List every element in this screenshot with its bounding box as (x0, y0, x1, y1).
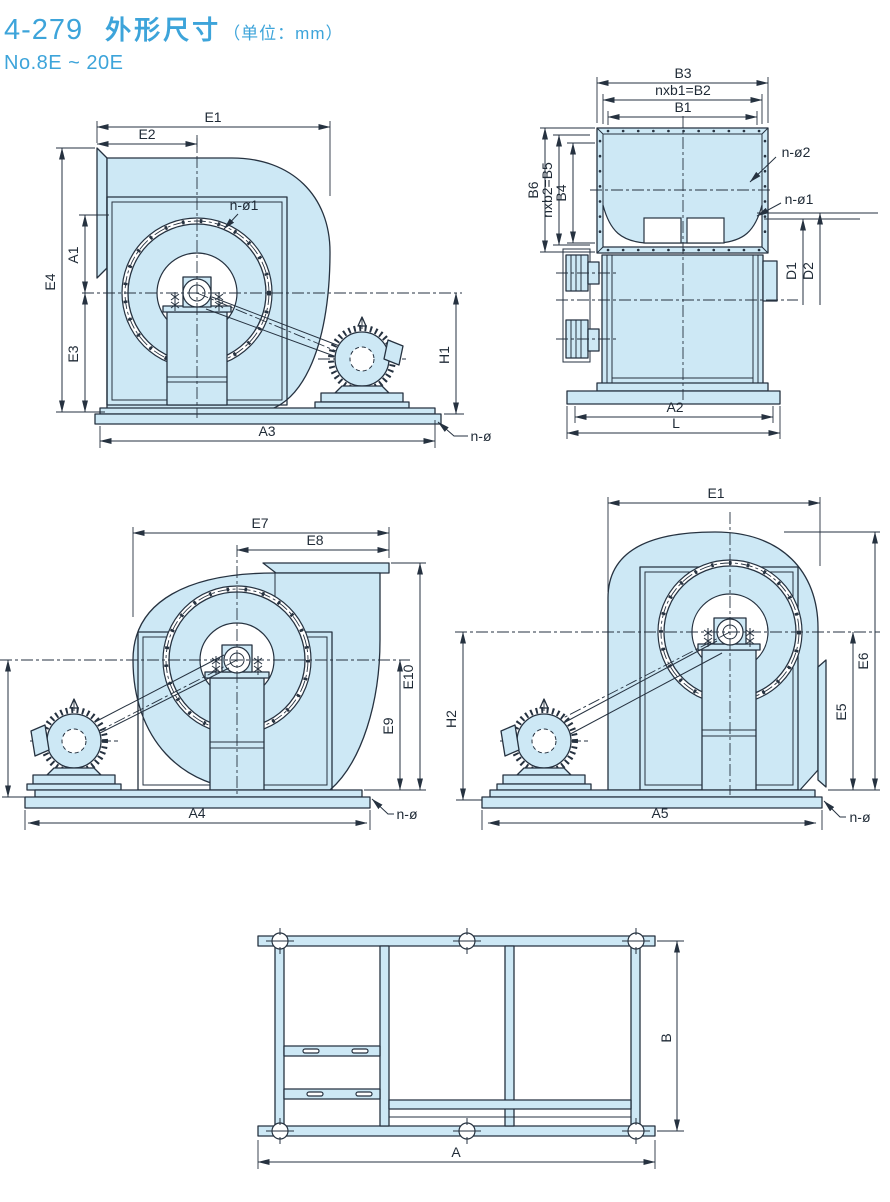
dimensions: E1 E2 E4 A1 E3 A3 H1 (42, 109, 492, 448)
drawing-side-view-1: E1 E2 E4 A1 E3 A3 H1 (42, 109, 492, 448)
fan-housing (601, 254, 778, 386)
callout-label-n-o: n-ø (397, 806, 418, 822)
dim-label-d2: D2 (800, 262, 816, 280)
callout-label-n-o: n-ø (471, 428, 492, 444)
drawing-base-plan: B A (257, 927, 684, 1169)
dimensions: B3 nxb1=B2 B1 B6 nxb2=B5 (525, 65, 878, 439)
dim-label-d1: D1 (783, 262, 799, 280)
page-title: 外形尺寸 (105, 15, 222, 45)
page-title-unit: （单位：mm） (223, 24, 344, 43)
dim-label-e8: E8 (306, 532, 323, 548)
belt-pulleys (556, 248, 618, 363)
dim-label-a4: A4 (188, 805, 205, 821)
dim-label-a: A (451, 1144, 461, 1160)
drawing-side-view-2: E7 E8 E10 E9 A4 n-ø (0, 515, 426, 830)
model-range-subtitle: No.8E ~ 20E (4, 52, 124, 74)
dim-label-e9: E9 (380, 717, 396, 734)
dim-label-b2: nxb1=B2 (655, 82, 711, 98)
base-plate (566, 382, 781, 405)
motor (497, 699, 591, 790)
dim-label-h2: H2 (443, 710, 459, 728)
base-plate (481, 789, 823, 809)
page-header: 4-279 外形尺寸 （单位：mm） (4, 10, 344, 47)
dim-label-b3: B3 (674, 65, 691, 81)
dim-label-b6: B6 (525, 181, 541, 198)
dim-label-e6: E6 (855, 652, 871, 669)
base-plate (94, 407, 442, 425)
dim-label-e2: E2 (138, 126, 155, 142)
base-plate (24, 789, 371, 809)
dim-label-b1: B1 (674, 99, 691, 115)
dim-label-a3: A3 (258, 423, 275, 439)
drawing-front-view: B3 nxb1=B2 B1 B6 nxb2=B5 (525, 65, 878, 439)
anchor-bolts (265, 927, 651, 1145)
dim-label-e1: E1 (204, 109, 221, 125)
callout-label-n-o2: n-ø2 (782, 144, 811, 160)
dim-label-a2: A2 (666, 399, 683, 415)
dim-label-b4: B4 (553, 184, 569, 201)
dim-label-b: B (658, 1033, 674, 1042)
frame-rails (257, 935, 656, 1137)
motor (27, 699, 121, 790)
dim-label-e4: E4 (42, 273, 58, 290)
dimensions: E7 E8 E10 E9 A4 n-ø (2, 515, 426, 830)
dim-label-a5: A5 (651, 805, 668, 821)
dim-label-e10: E10 (400, 664, 416, 689)
dimensions: E1 H2 E6 E5 A5 n-ø (443, 485, 880, 830)
dim-label-l: L (672, 415, 680, 431)
belt-drive (533, 631, 731, 740)
dim-label-e5: E5 (833, 703, 849, 720)
callout-label-n-o: n-ø (850, 809, 871, 825)
callout-label-n-o1: n-ø1 (230, 197, 259, 213)
callout-label-n-o1: n-ø1 (785, 191, 814, 207)
dim-label-e3: E3 (65, 345, 81, 362)
section-code: 4-279 (4, 14, 84, 46)
dim-label-b5: nxb2=B5 (539, 162, 555, 218)
motor (315, 317, 409, 408)
dim-label-e7: E7 (251, 515, 268, 531)
inlet-box (596, 127, 769, 254)
bearing-pedestal (162, 276, 232, 406)
dimensions: B A (257, 940, 684, 1169)
drawing-side-view-3: E1 H2 E6 E5 A5 n-ø (443, 485, 880, 830)
dim-label-h1: H1 (436, 346, 452, 364)
dim-label-e1: E1 (707, 485, 724, 501)
dim-label-a1: A1 (65, 246, 81, 263)
